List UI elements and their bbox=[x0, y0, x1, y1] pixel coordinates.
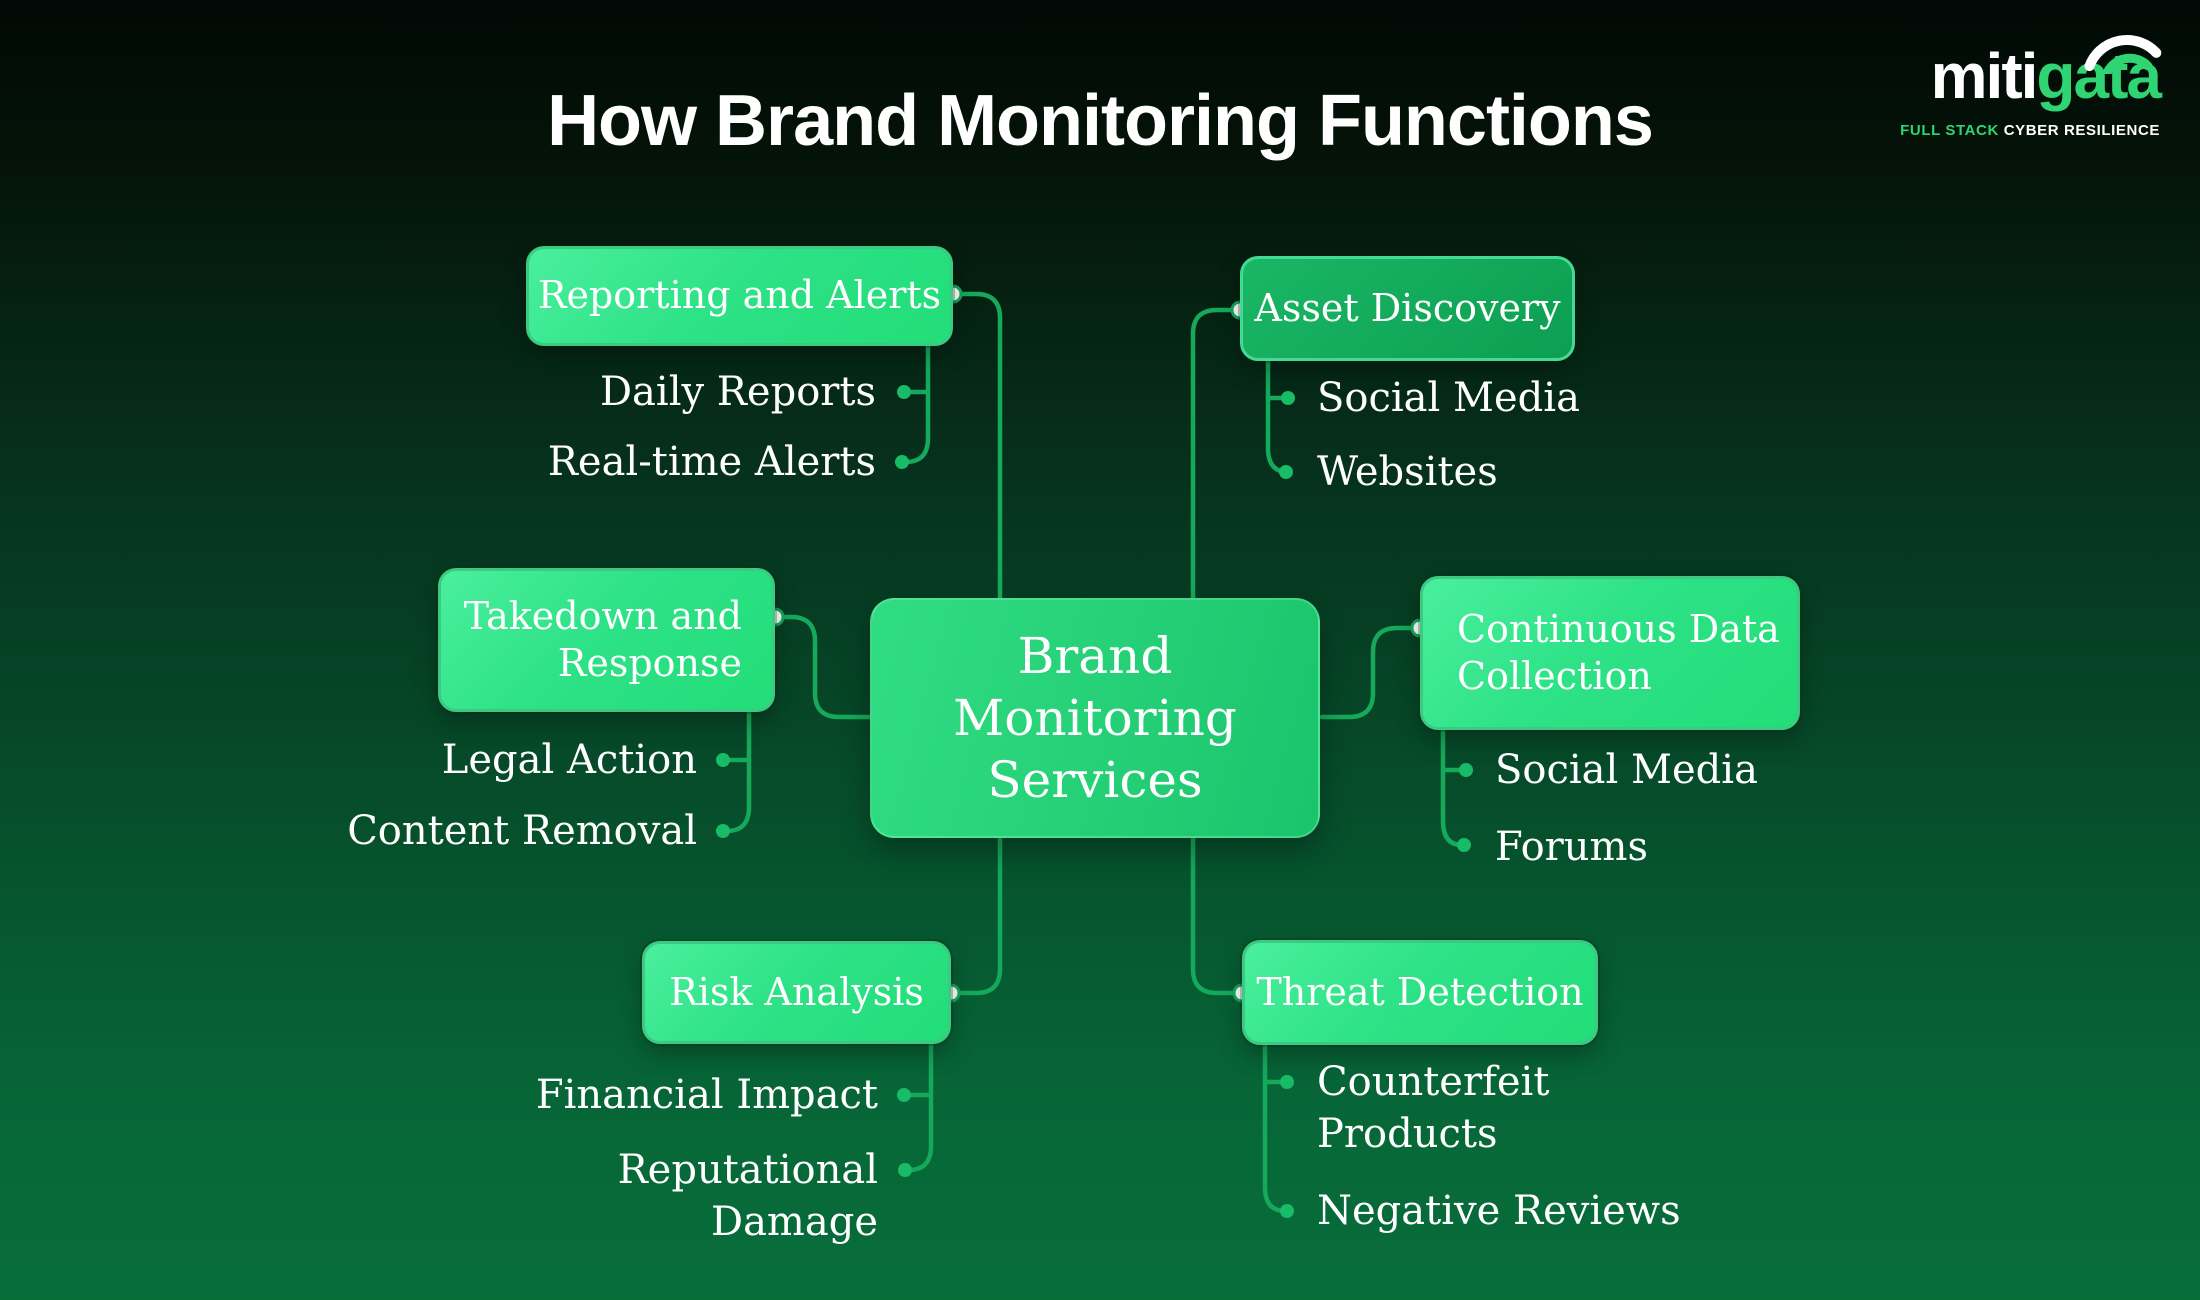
connector-continuous-center bbox=[1319, 625, 1423, 720]
logo-text-miti: miti bbox=[1930, 40, 2039, 112]
child-dot-counterfeit-products bbox=[1280, 1075, 1294, 1089]
leaf-legal-action: Legal Action bbox=[441, 737, 697, 783]
child-dot-financial-impact bbox=[897, 1088, 911, 1102]
connector-takedown-center bbox=[772, 614, 875, 720]
page-title: How Brand Monitoring Functions bbox=[547, 81, 1654, 161]
child-dot-asset-social-media bbox=[1281, 391, 1295, 405]
logo-signal-arc-icon bbox=[2084, 35, 2162, 74]
node-takedown-and-response: Takedown and Response bbox=[438, 568, 775, 712]
node-brand-monitoring-services: Brand Monitoring Services bbox=[870, 598, 1320, 838]
leaf-forums: Forums bbox=[1495, 824, 1648, 870]
node-asset-discovery: Asset Discovery bbox=[1240, 256, 1575, 361]
tagline-full-stack: FULL STACK bbox=[1900, 122, 1999, 139]
connector-asset-center bbox=[1190, 307, 1243, 603]
child-dot-realtime-alerts bbox=[895, 455, 909, 469]
leaf-counterfeit-products: Counterfeit Products bbox=[1317, 1059, 1550, 1157]
mitigata-logo: mitigata FULL STACK CYBER RESILIENCE bbox=[1900, 35, 2162, 144]
node-threat-detection: Threat Detection bbox=[1242, 940, 1598, 1045]
child-dot-content-removal bbox=[716, 824, 730, 838]
leaf-negative-reviews: Negative Reviews bbox=[1317, 1188, 1681, 1234]
leaf-reputational-damage: Reputational Damage bbox=[617, 1147, 878, 1245]
leaf-financial-impact: Financial Impact bbox=[535, 1072, 878, 1118]
connector-continuous-children bbox=[1440, 725, 1465, 848]
tagline-cyber-resilience: CYBER RESILIENCE bbox=[1998, 122, 2160, 139]
child-dot-forums bbox=[1457, 838, 1471, 852]
connector-center-threat bbox=[1190, 833, 1245, 996]
child-dot-daily-reports bbox=[897, 385, 911, 399]
child-dot-websites bbox=[1279, 465, 1293, 479]
child-dot-legal-action bbox=[716, 753, 730, 767]
connector-center-risk bbox=[948, 833, 1003, 996]
leaf-daily-reports: Daily Reports bbox=[599, 369, 876, 415]
child-dot-cdc-social-media bbox=[1459, 763, 1473, 777]
logo-tagline: FULL STACK CYBER RESILIENCE bbox=[1900, 122, 2160, 139]
connector-takedown-children bbox=[724, 707, 752, 834]
node-reporting-and-alerts: Reporting and Alerts bbox=[526, 246, 953, 346]
leaf-real-time-alerts: Real-time Alerts bbox=[547, 439, 876, 485]
node-continuous-data-collection: Continuous Data Collection bbox=[1420, 576, 1800, 730]
connector-asset-children bbox=[1265, 356, 1291, 475]
leaf-websites: Websites bbox=[1317, 449, 1498, 495]
connector-reporting-children bbox=[903, 341, 931, 465]
connector-reporting-center bbox=[950, 291, 1003, 603]
child-dot-negative-reviews bbox=[1280, 1204, 1294, 1218]
child-dot-reputational-damage bbox=[898, 1163, 912, 1177]
leaf-asset-social-media: Social Media bbox=[1317, 375, 1580, 421]
node-risk-analysis: Risk Analysis bbox=[642, 941, 951, 1044]
leaf-cdc-social-media: Social Media bbox=[1495, 747, 1758, 793]
connector-threat-children bbox=[1262, 1040, 1288, 1214]
leaf-content-removal: Content Removal bbox=[347, 808, 697, 854]
connector-risk-children bbox=[905, 1039, 934, 1173]
